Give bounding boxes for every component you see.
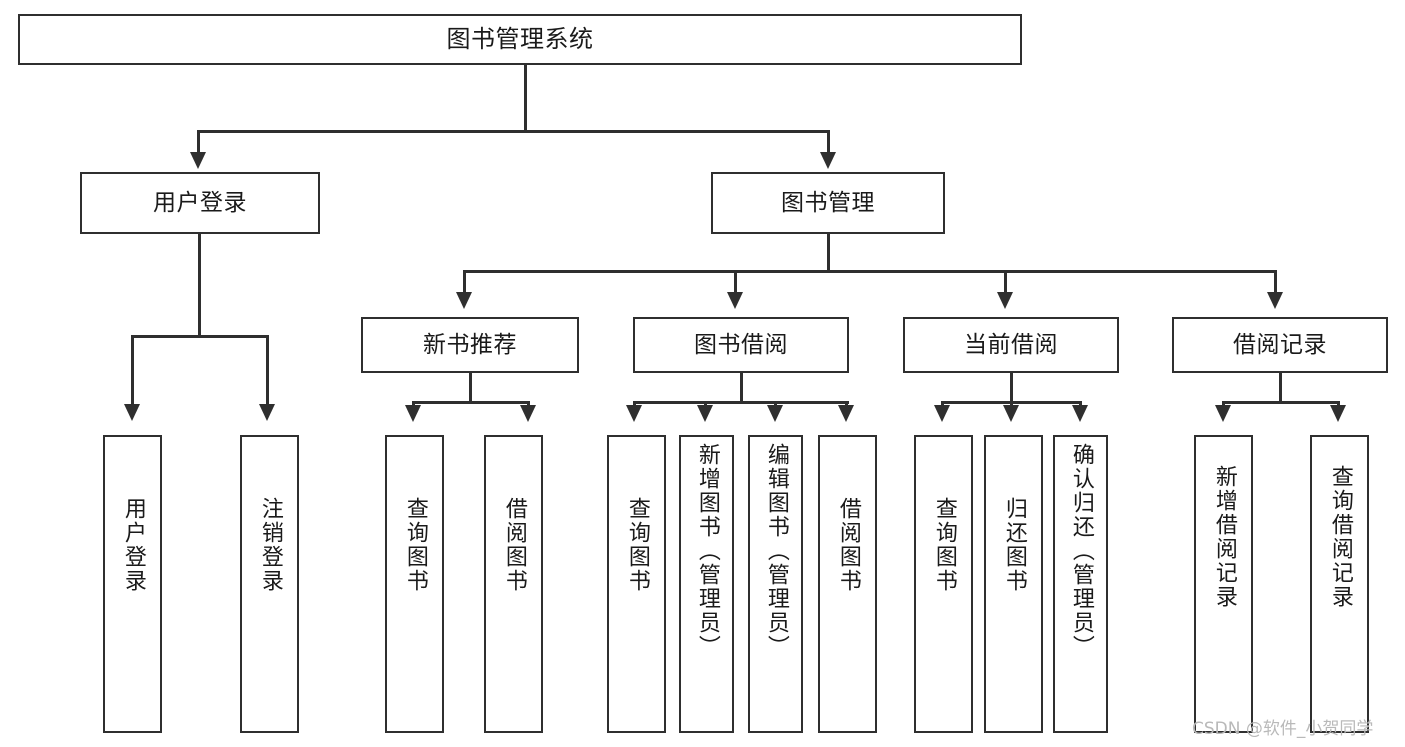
leaf-query-book-recommend[interactable]: 查询图书 — [385, 435, 444, 733]
node-label: 新增借阅记录 — [1211, 465, 1237, 609]
leaf-user-login[interactable]: 用户登录 — [103, 435, 162, 733]
node-label: 借阅图书 — [501, 497, 527, 593]
arrow-borrowrecord-to-leaf-0 — [1215, 405, 1231, 422]
arrow-bookmgmt-to-l3-1 — [727, 292, 743, 309]
node-label: 当前借阅 — [964, 331, 1058, 358]
leaf-query-book-current[interactable]: 查询图书 — [914, 435, 973, 733]
leaf-user-logout[interactable]: 注销登录 — [240, 435, 299, 733]
connector-bookmgmt-to-l3-2 — [1004, 270, 1007, 294]
connector-login-to-leaf-1 — [266, 335, 269, 407]
node-current-borrow[interactable]: 当前借阅 — [903, 317, 1119, 373]
connector-currentborrow-to-leaf-2 — [1079, 401, 1082, 408]
connector-bookborrow-to-leaf-0 — [633, 401, 636, 408]
arrow-login-to-leaf-1 — [259, 404, 275, 421]
leaf-edit-book-admin[interactable]: 编辑图书（管理员） — [748, 435, 803, 733]
connector-bookmgmt-to-l3-1 — [734, 270, 737, 294]
node-label: 用户登录 — [153, 189, 247, 216]
connector-bookborrow-stem — [740, 373, 743, 403]
arrow-bookborrow-to-leaf-0 — [626, 405, 642, 422]
arrow-currentborrow-to-leaf-0 — [934, 405, 950, 422]
connector-borrowrecord-to-leaf-1 — [1337, 401, 1340, 408]
node-label: 图书管理系统 — [446, 24, 594, 53]
arrow-bookmgmt-to-l3-2 — [997, 292, 1013, 309]
leaf-return-book[interactable]: 归还图书 — [984, 435, 1043, 733]
connector-newbook-stem — [469, 373, 472, 403]
arrow-newbook-to-leaf-1 — [520, 405, 536, 422]
arrow-newbook-to-leaf-0 — [405, 405, 421, 422]
connector-currentborrow-stem — [1010, 373, 1013, 403]
connector-newbook-bus — [412, 401, 529, 404]
connector-root-stem — [524, 65, 527, 131]
leaf-query-borrow-record[interactable]: 查询借阅记录 — [1310, 435, 1369, 733]
node-label: 查询图书 — [402, 497, 428, 593]
csdn-watermark: CSDN @软件_小贺同学 — [1192, 719, 1374, 739]
node-label: 新书推荐 — [423, 331, 517, 358]
arrow-root-to-login — [190, 152, 206, 169]
connector-login-to-leaf-0 — [131, 335, 134, 407]
arrow-currentborrow-to-leaf-2 — [1072, 405, 1088, 422]
connector-newbook-to-leaf-0 — [412, 401, 415, 408]
node-label: 查询借阅记录 — [1327, 465, 1353, 609]
arrow-currentborrow-to-leaf-1 — [1003, 405, 1019, 422]
node-label: 查询图书 — [624, 497, 650, 593]
leaf-confirm-return-admin[interactable]: 确认归还（管理员） — [1053, 435, 1108, 733]
leaf-query-book-borrow[interactable]: 查询图书 — [607, 435, 666, 733]
arrow-bookborrow-to-leaf-2 — [767, 405, 783, 422]
node-user-login[interactable]: 用户登录 — [80, 172, 320, 234]
connector-bookmgmt-to-l3-3 — [1274, 270, 1277, 294]
leaf-borrow-book-recommend[interactable]: 借阅图书 — [484, 435, 543, 733]
connector-currentborrow-to-leaf-1 — [1010, 401, 1013, 408]
connector-root-to-login — [197, 130, 200, 155]
connector-newbook-to-leaf-1 — [527, 401, 530, 408]
arrow-root-to-bookmgmt — [820, 152, 836, 169]
arrow-bookmgmt-to-l3-0 — [456, 292, 472, 309]
node-label: 用户登录 — [120, 497, 146, 593]
connector-borrowrecord-to-leaf-0 — [1222, 401, 1225, 408]
connector-login-stem — [198, 234, 201, 337]
connector-root-bus — [197, 130, 829, 133]
node-label: 图书借阅 — [694, 331, 788, 358]
connector-bookborrow-to-leaf-2 — [774, 401, 777, 408]
connector-bookmgmt-to-l3-0 — [463, 270, 466, 294]
connector-bookmgmt-stem — [827, 234, 830, 272]
node-label: 注销登录 — [257, 497, 283, 593]
node-label: 借阅图书 — [835, 497, 861, 593]
arrow-borrowrecord-to-leaf-1 — [1330, 405, 1346, 422]
node-label: 查询图书 — [931, 497, 957, 593]
node-label: 编辑图书（管理员） — [763, 443, 789, 659]
node-label: 新增图书（管理员） — [694, 443, 720, 659]
node-new-book-recommend[interactable]: 新书推荐 — [361, 317, 579, 373]
connector-borrowrecord-bus — [1222, 401, 1339, 404]
connector-root-to-bookmgmt — [827, 130, 830, 155]
leaf-borrow-book[interactable]: 借阅图书 — [818, 435, 877, 733]
connector-bookborrow-bus — [633, 401, 849, 404]
node-book-management[interactable]: 图书管理 — [711, 172, 945, 234]
node-book-borrow[interactable]: 图书借阅 — [633, 317, 849, 373]
node-label: 图书管理 — [781, 189, 875, 216]
connector-bookmgmt-bus — [463, 270, 1277, 273]
connector-currentborrow-to-leaf-0 — [941, 401, 944, 408]
node-root-system[interactable]: 图书管理系统 — [18, 14, 1022, 65]
node-label: 借阅记录 — [1233, 331, 1327, 358]
arrow-bookmgmt-to-l3-3 — [1267, 292, 1283, 309]
node-borrow-record[interactable]: 借阅记录 — [1172, 317, 1388, 373]
connector-login-bus — [131, 335, 268, 338]
connector-bookborrow-to-leaf-1 — [704, 401, 707, 408]
arrow-bookborrow-to-leaf-3 — [838, 405, 854, 422]
node-label: 确认归还（管理员） — [1068, 443, 1094, 659]
arrow-login-to-leaf-0 — [124, 404, 140, 421]
leaf-add-borrow-record[interactable]: 新增借阅记录 — [1194, 435, 1253, 733]
leaf-add-book-admin[interactable]: 新增图书（管理员） — [679, 435, 734, 733]
connector-bookborrow-to-leaf-3 — [845, 401, 848, 408]
connector-borrowrecord-stem — [1279, 373, 1282, 403]
node-label: 归还图书 — [1001, 497, 1027, 593]
arrow-bookborrow-to-leaf-1 — [697, 405, 713, 422]
